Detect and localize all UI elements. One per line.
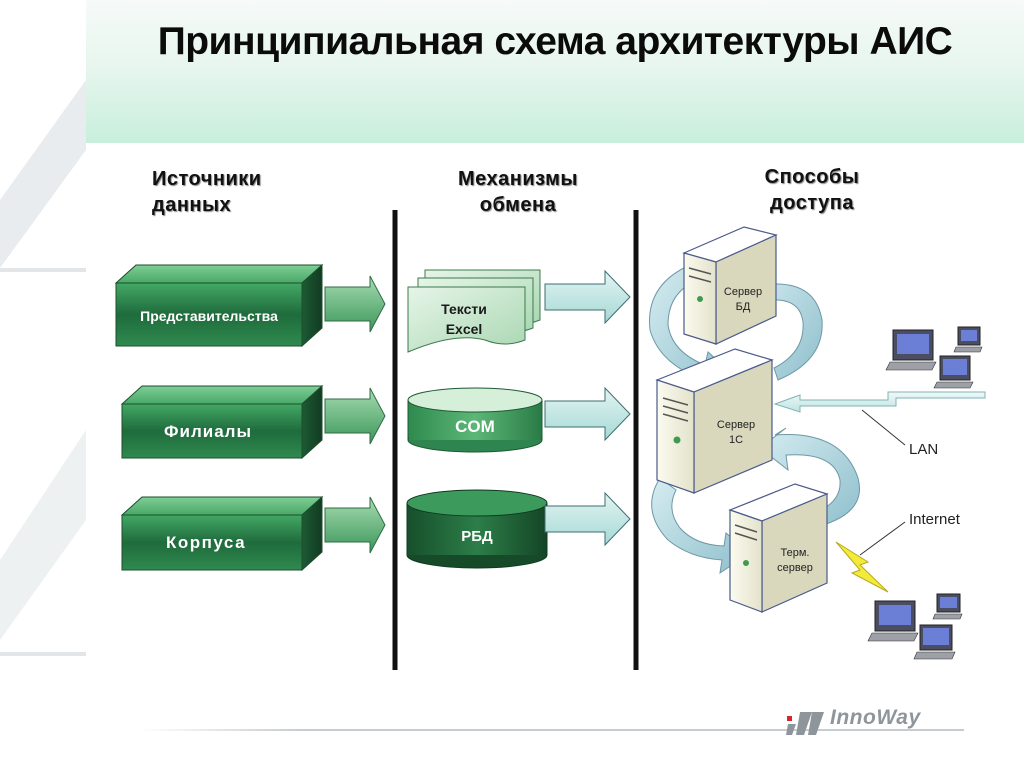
server-terminal-label-2: сервер [777, 562, 813, 574]
source-box-representations: Представительства [114, 263, 324, 348]
computer-icon [953, 326, 983, 353]
server-terminal-label-1: Терм. [781, 547, 810, 559]
exchange-label-excel: Excel [446, 321, 483, 337]
computer-icon [885, 329, 937, 371]
heading-access-methods: Способы доступа [764, 166, 860, 214]
exchange-rbd-cylinder: РБД [406, 489, 548, 569]
server-terminal: Терм. сервер [728, 483, 829, 613]
arrow-source-to-exchange [324, 275, 386, 333]
computer-icon [932, 593, 963, 620]
computer-icon [867, 600, 919, 642]
computer-icon [913, 624, 956, 660]
arrow-source-to-exchange [324, 496, 386, 554]
arrow-exchange-to-access [544, 269, 631, 325]
exchange-documents-stack: Тексти Excel [407, 269, 541, 353]
side-decoration-strip [0, 0, 86, 768]
internet-pointer-line [859, 521, 906, 556]
server-db: Сервер БД [682, 226, 778, 345]
exchange-label-rbd: РБД [461, 528, 493, 545]
heading-data-sources: Источники данных [152, 168, 262, 216]
source-label-buildings: Корпуса [166, 533, 246, 552]
innoway-logo-icon [786, 712, 824, 735]
slide-title: Принципиальная схема архитектуры АИС [157, 20, 953, 63]
header-band [86, 0, 1024, 143]
exchange-com-cylinder: COM [407, 387, 543, 453]
source-box-branches: Филиалы [120, 384, 324, 460]
strip-diagonal [0, 80, 86, 640]
server-1c: Сервер 1С [655, 348, 774, 494]
arrow-exchange-to-access [544, 491, 631, 547]
lan-connector [773, 391, 986, 446]
label-internet: Internet [909, 511, 961, 528]
source-label-branches: Филиалы [164, 422, 252, 441]
server-db-label-1: Сервер [724, 286, 762, 298]
arrow-source-to-exchange [324, 387, 386, 445]
server-1c-label-1: Сервер [717, 419, 755, 431]
source-label-representations: Представительства [140, 308, 278, 324]
exchange-label-com: COM [455, 417, 495, 436]
label-lan: LAN [909, 441, 938, 458]
arrow-exchange-to-access [544, 386, 631, 442]
server-db-label-2: БД [736, 301, 751, 313]
heading-exchange-mechanisms: Механизмы обмена [458, 168, 578, 216]
computer-icon [933, 355, 974, 389]
exchange-label-text: Тексти [441, 301, 487, 317]
innoway-logo-text: InnoWay [830, 706, 921, 729]
source-box-buildings: Корпуса [120, 495, 324, 572]
strip-tile [0, 656, 86, 768]
lightning-icon [835, 541, 889, 593]
footer-divider [138, 729, 964, 731]
server-1c-label-2: 1С [729, 434, 743, 446]
